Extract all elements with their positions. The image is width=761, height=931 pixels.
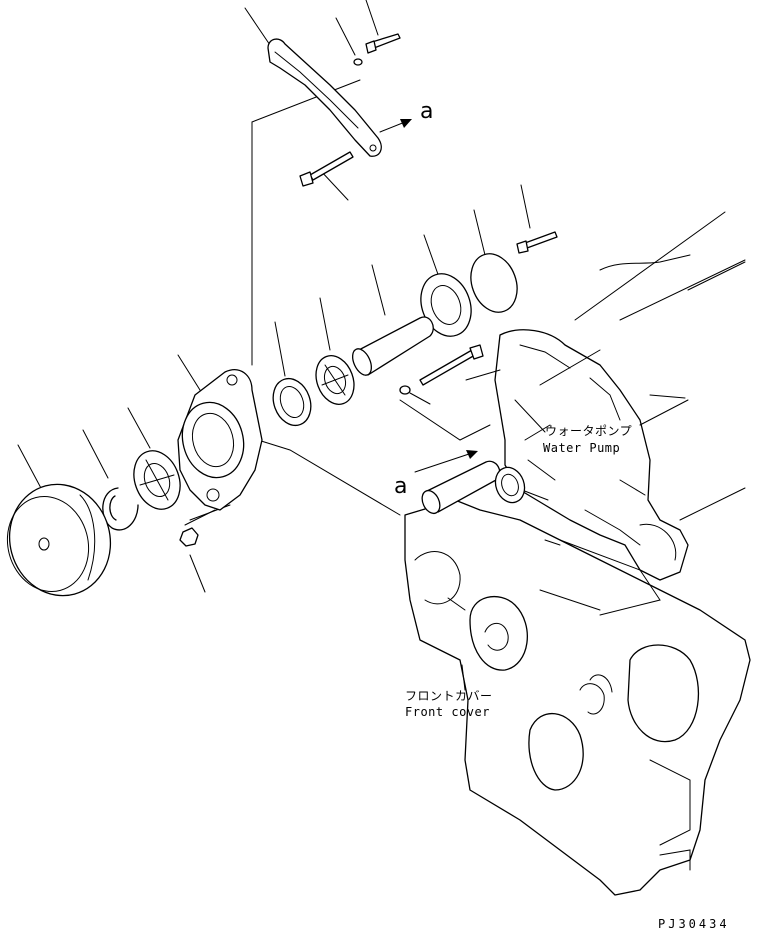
bolt-long	[419, 344, 484, 386]
bolt-top	[365, 33, 401, 54]
bolt-cover	[516, 231, 558, 254]
washer-top	[353, 58, 363, 66]
cover-plate	[470, 253, 518, 313]
front-cover	[404, 499, 751, 896]
shaft	[351, 316, 434, 376]
front-cover-label-jp: フロントカバー	[405, 689, 493, 703]
bracket	[267, 38, 382, 157]
front-cover-label-en: Front cover	[405, 705, 490, 719]
leader-lines	[17, 0, 686, 691]
pulley-housing	[177, 369, 263, 511]
ref-arrow-top	[379, 119, 412, 133]
o-ring	[494, 466, 526, 504]
bearing-left	[133, 450, 181, 510]
gasket	[420, 273, 472, 337]
water-pump-label-en: Water Pump	[543, 441, 621, 455]
washer-long	[399, 385, 411, 395]
ref-label-a-top: a	[420, 99, 434, 124]
ref-arrow-mid	[414, 450, 478, 473]
drawing-code: PJ30434	[658, 917, 730, 931]
bolt-bracket	[299, 151, 354, 187]
water-pump-body	[494, 329, 689, 581]
snap-ring	[102, 487, 139, 531]
bearing-right	[315, 355, 355, 405]
ref-label-a-mid: a	[394, 474, 408, 499]
pulley	[6, 483, 112, 597]
engine-outline	[539, 211, 746, 521]
spacer-ring	[272, 377, 312, 427]
nut-lower	[179, 527, 199, 547]
adapter-tube	[421, 460, 501, 515]
water-pump-label-jp: ウォータポンプ	[545, 424, 633, 438]
